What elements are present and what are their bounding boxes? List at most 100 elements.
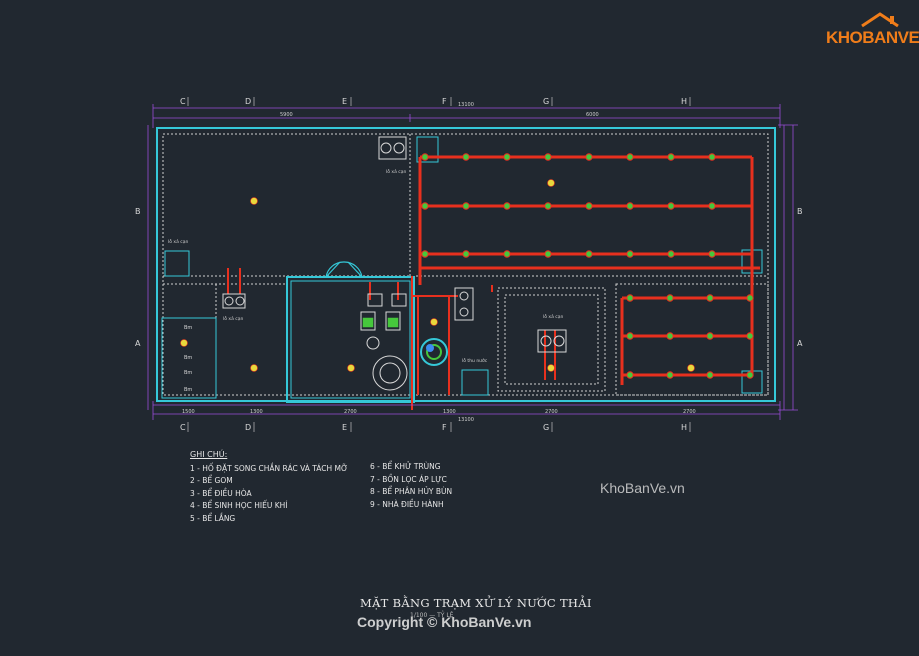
diffuser-node [667, 250, 675, 258]
grid-tag-right-a: A [797, 339, 803, 348]
grid-tag-bottom-c: C [180, 423, 186, 432]
note-item: 7 - BỒN LỌC ÁP LỰC [370, 474, 447, 484]
dim-bottom-5: 2700 [545, 409, 558, 415]
diffuser-node [666, 371, 674, 379]
dim-bottom-total: 13100 [458, 417, 474, 423]
dim-top-3: 6000 [586, 112, 599, 118]
diffuser-node [503, 250, 511, 258]
equipment [360, 293, 408, 391]
dim-bottom-3: 2700 [344, 409, 357, 415]
diffuser-node [746, 332, 754, 340]
notes-left: GHI CHÚ: 1 - HỐ ĐẶT SONG CHẮN RÁC VÀ TÁC… [190, 449, 348, 525]
diffuser-node [585, 153, 593, 161]
grid-axis-top: C D E F G H [180, 97, 687, 106]
label-drain-2: lỗ xả cạn [386, 168, 407, 175]
room-marker-1 [250, 197, 258, 205]
unit-label-1: Bm [184, 325, 192, 331]
dim-bottom-4: 1300 [443, 409, 456, 415]
aeration-pipes-upper [418, 155, 760, 285]
diffuser-node [706, 371, 714, 379]
diffuser-node [746, 371, 754, 379]
diffuser-node [462, 202, 470, 210]
diffuser-node [421, 202, 429, 210]
grid-tag-bottom-f: F [442, 423, 447, 432]
grid-tag-h: H [681, 97, 687, 106]
diffuser-node [746, 294, 754, 302]
grid-tag-d: D [245, 97, 251, 106]
diffuser-node [626, 153, 634, 161]
label-water-inlet: lỗ thu nước [462, 357, 488, 364]
diffuser-node [544, 202, 552, 210]
grid-tag-c: C [180, 97, 186, 106]
grid-tag-e: E [342, 97, 347, 106]
outer-wall [156, 127, 776, 402]
diffuser-node [585, 250, 593, 258]
grid-tag-f: F [442, 97, 447, 106]
grid-tag-bottom-e: E [342, 423, 347, 432]
note-item: 6 - BỂ KHỬ TRÙNG [370, 462, 441, 471]
note-item: 1 - HỐ ĐẶT SONG CHẮN RÁC VÀ TÁCH MỠ [190, 463, 348, 473]
note-item: 9 - NHÀ ĐIỀU HÀNH [370, 499, 444, 509]
inner-dashed-boundary [162, 133, 769, 396]
tank-8-outline [497, 287, 606, 392]
grid-axis-bottom: C D E F G H [180, 423, 687, 432]
diffuser-node [626, 250, 634, 258]
entrance-door [325, 261, 363, 278]
notes-heading: GHI CHÚ: [190, 450, 228, 459]
pressure-filter-tanks [420, 338, 448, 366]
unit-label-3: Bm [184, 370, 192, 376]
khobanve-logo[interactable] [822, 12, 910, 52]
room-marker-7 [430, 318, 438, 326]
note-item: 8 - BỂ PHÂN HỦY BÙN [370, 487, 453, 496]
label-drain-1: lỗ xả cạn [168, 238, 189, 245]
grid-tag-bottom-g: G [543, 423, 549, 432]
diffuser-node [666, 294, 674, 302]
grid-tag-bottom-d: D [245, 423, 251, 432]
diffuser-node [667, 153, 675, 161]
diffuser-node [626, 294, 634, 302]
diffuser-node [421, 250, 429, 258]
dim-bottom-1: 1500 [182, 409, 195, 415]
blowers [222, 136, 567, 353]
diffuser-node [462, 153, 470, 161]
diffuser-nodes [421, 153, 754, 379]
unit-label-2: Bm [184, 355, 192, 361]
drawing-scale: 1/100 — TỶ LỆ [410, 612, 454, 619]
room-marker-9 [347, 364, 355, 372]
room-marker-3 [180, 339, 188, 347]
watermark-copyright: Copyright © KhoBanVe.vn [357, 614, 532, 630]
label-drain-3: lỗ xả cạn [223, 315, 244, 322]
diffuser-node [503, 202, 511, 210]
aeration-pipes-lower [620, 283, 754, 385]
grid-tag-right-b: B [797, 207, 803, 216]
room-marker-8 [547, 364, 555, 372]
room-marker-2 [250, 364, 258, 372]
grid-tag-left-b: B [135, 207, 141, 216]
diffuser-node [544, 153, 552, 161]
diffuser-node [708, 250, 716, 258]
diffuser-node [626, 371, 634, 379]
diffuser-node [706, 294, 714, 302]
diffuser-node [667, 202, 675, 210]
note-item: 2 - BỂ GOM [190, 476, 233, 485]
room-marker-4 [547, 179, 555, 187]
room-markers [180, 179, 695, 372]
diffuser-node [706, 332, 714, 340]
drawing-title: MẶT BẰNG TRẠM XỬ LÝ NƯỚC THẢI [360, 596, 592, 610]
diffuser-node [462, 250, 470, 258]
dim-bottom-6: 2700 [683, 409, 696, 415]
diffuser-node [626, 202, 634, 210]
dim-top-2: 13100 [458, 102, 474, 108]
diffuser-node [708, 202, 716, 210]
logo-text[interactable]: KHOBANVE [826, 28, 919, 47]
grid-tag-bottom-h: H [681, 423, 687, 432]
note-item: 4 - BỂ SINH HỌC HIẾU KHÍ [190, 501, 288, 510]
diffuser-node [666, 332, 674, 340]
notes-right: 6 - BỂ KHỬ TRÙNG 7 - BỒN LỌC ÁP LỰC 8 - … [370, 461, 452, 511]
diffuser-node [503, 153, 511, 161]
watermark-site: KhoBanVe.vn [600, 480, 685, 496]
grid-tag-left-a: A [135, 339, 141, 348]
dim-bottom-2: 1300 [250, 409, 263, 415]
room-9-walls [286, 276, 415, 403]
